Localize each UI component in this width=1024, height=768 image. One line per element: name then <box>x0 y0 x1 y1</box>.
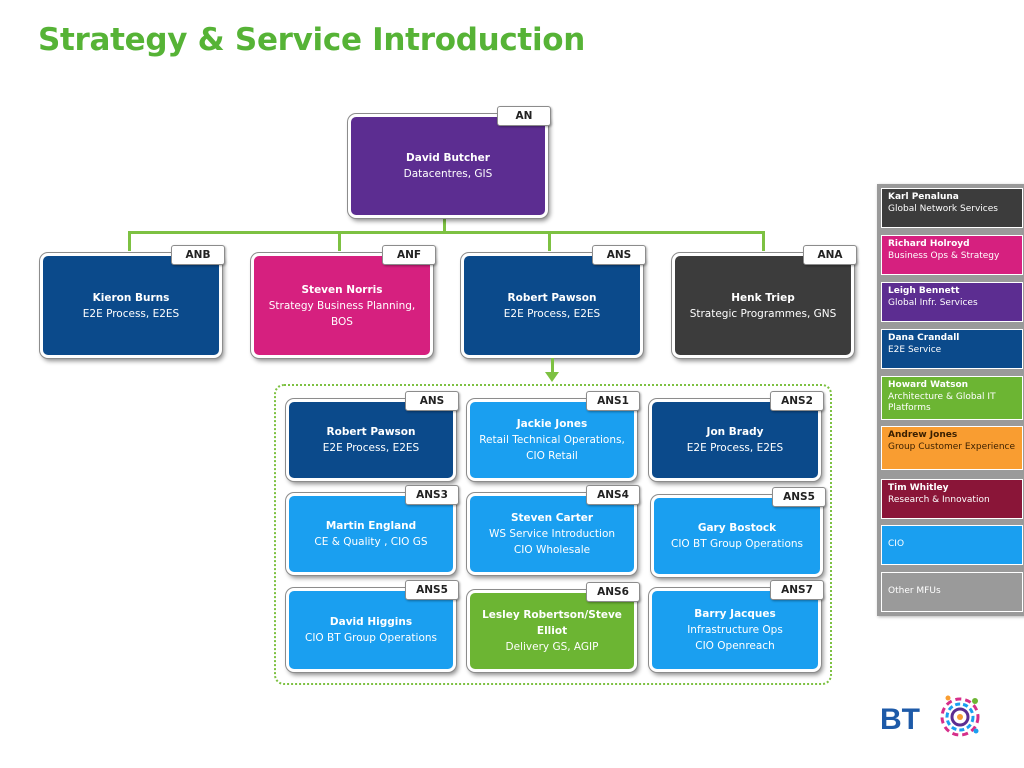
legend-item: Richard Holroyd Business Ops & Strategy <box>881 235 1023 275</box>
org-box-team[interactable]: ANS4 Steven Carter WS Service Introducti… <box>467 485 640 575</box>
person-role: Strategic Programmes, GNS <box>689 307 837 320</box>
legend-name: Leigh Bennett <box>888 286 960 296</box>
legend-name: Tim Whitley <box>888 483 949 493</box>
person-name: Lesley Robertson/Steve Elliot <box>482 609 622 637</box>
logo-wordmark: BT <box>880 703 920 736</box>
person-role: CIO BT Group Operations <box>304 632 437 644</box>
org-code-tag: ANS1 <box>586 391 640 411</box>
person-role: E2E Process, E2ES <box>82 307 180 320</box>
org-box-team[interactable]: ANS3 Martin England CE & Quality , CIO G… <box>286 485 459 575</box>
legend-item: Dana Crandall E2E Service <box>881 329 1023 369</box>
org-box-team[interactable]: ANS5 Gary Bostock CIO BT Group Operation… <box>651 487 826 577</box>
legend-name: Karl Penaluna <box>888 192 959 202</box>
person-name: Martin England <box>325 520 417 532</box>
person-role: E2E Process, E2ES <box>322 442 420 454</box>
person-name: Henk Triep <box>731 291 795 304</box>
org-box-team[interactable]: ANS1 Jackie Jones Retail Technical Opera… <box>467 391 640 481</box>
person-role: E2E Process, E2ES <box>686 442 784 454</box>
person-name: Robert Pawson <box>507 291 597 304</box>
person-name: David Butcher <box>406 152 490 164</box>
org-box-team[interactable]: ANS Robert Pawson E2E Process, E2ES <box>286 391 459 481</box>
person-role-line2: CIO Openreach <box>695 640 775 652</box>
legend-name: Howard Watson <box>888 380 969 390</box>
org-code-tag: AN <box>497 106 551 126</box>
person-role: Retail Technical Operations, <box>479 434 625 446</box>
bt-globe-icon <box>940 695 980 737</box>
page-title: Strategy & Service Introduction <box>38 22 586 58</box>
legend-role: Business Ops & Strategy <box>888 250 1000 261</box>
org-code-tag: ANS4 <box>586 485 640 505</box>
legend-item: Andrew Jones Group Customer Experience <box>881 426 1023 470</box>
bt-logo: BT <box>878 684 990 744</box>
legend-role: Group Customer Experience <box>888 441 1016 452</box>
legend-item: CIO <box>881 525 1023 565</box>
org-code-tag: ANS3 <box>405 485 459 505</box>
legend-name: Andrew Jones <box>888 430 958 440</box>
legend-role: E2E Service <box>888 344 942 355</box>
color-legend: Karl Penaluna Global Network Services Ri… <box>877 184 1024 616</box>
org-box-level2[interactable]: ANF Steven Norris Strategy Business Plan… <box>251 245 436 358</box>
legend-item: Howard Watson Architecture & Global IT P… <box>881 376 1023 420</box>
org-code-tag: ANS <box>592 245 646 265</box>
org-code-tag: ANF <box>382 245 436 265</box>
legend-role: Architecture & Global IT Platforms <box>888 391 996 414</box>
person-role: Strategy Business Planning, BOS <box>268 299 416 328</box>
org-code-tag: ANS5 <box>772 487 826 507</box>
org-code-tag: ANS5 <box>405 580 459 600</box>
connector-arrow-line <box>551 358 554 376</box>
org-code-tag: ANA <box>803 245 857 265</box>
org-code-tag: ANS <box>405 391 459 411</box>
person-role: Infrastructure Ops <box>687 624 783 636</box>
legend-item: Karl Penaluna Global Network Services <box>881 188 1023 228</box>
person-name: Jon Brady <box>706 426 764 438</box>
person-name: Robert Pawson <box>326 426 416 438</box>
legend-name: Dana Crandall <box>888 333 960 343</box>
person-name: David Higgins <box>329 616 413 628</box>
person-role: Delivery GS, AGIP <box>505 641 599 653</box>
legend-item: Tim Whitley Research & Innovation <box>881 479 1023 519</box>
org-box-level2[interactable]: ANS Robert Pawson E2E Process, E2ES <box>461 245 646 358</box>
person-role: CIO BT Group Operations <box>670 538 803 550</box>
person-name: Kieron Burns <box>92 291 170 304</box>
person-role-line2: CIO Wholesale <box>513 544 591 556</box>
connector-horizontal <box>128 231 765 234</box>
legend-role: Other MFUs <box>888 586 941 597</box>
org-box-team[interactable]: ANS6 Lesley Robertson/Steve Elliot Deliv… <box>467 582 640 672</box>
person-role: WS Service Introduction <box>488 528 616 540</box>
org-code-tag: ANB <box>171 245 225 265</box>
org-box-level2[interactable]: ANB Kieron Burns E2E Process, E2ES <box>40 245 225 358</box>
org-box-top[interactable]: AN David Butcher Datacentres, GIS <box>348 106 551 218</box>
person-name: Steven Norris <box>301 283 383 296</box>
person-role: Datacentres, GIS <box>403 168 493 180</box>
legend-role: Global Infr. Services <box>888 297 978 308</box>
arrow-down-icon <box>545 372 559 382</box>
org-code-tag: ANS6 <box>586 582 640 602</box>
legend-name: Richard Holroyd <box>888 239 970 249</box>
legend-item: Other MFUs <box>881 572 1023 612</box>
person-name: Gary Bostock <box>697 522 777 534</box>
person-name: Jackie Jones <box>516 418 588 430</box>
connector-top-stem <box>443 216 446 233</box>
person-name: Steven Carter <box>510 512 594 524</box>
org-box-team[interactable]: ANS2 Jon Brady E2E Process, E2ES <box>649 391 824 481</box>
org-box-team[interactable]: ANS7 Barry Jacques Infrastructure Ops CI… <box>649 580 824 672</box>
legend-role: Research & Innovation <box>888 494 990 505</box>
connector-drop-2 <box>338 231 341 251</box>
legend-item: Leigh Bennett Global Infr. Services <box>881 282 1023 322</box>
person-role: E2E Process, E2ES <box>503 307 601 320</box>
connector-drop-1 <box>128 231 131 251</box>
legend-role: Global Network Services <box>888 203 998 214</box>
person-role-line2: CIO Retail <box>526 450 578 462</box>
team-group-outline <box>274 384 832 685</box>
connector-drop-3 <box>548 231 551 251</box>
org-code-tag: ANS2 <box>770 391 824 411</box>
legend-role: CIO <box>888 539 905 550</box>
org-box-team[interactable]: ANS5 David Higgins CIO BT Group Operatio… <box>286 580 459 672</box>
org-box-level2[interactable]: ANA Henk Triep Strategic Programmes, GNS <box>672 245 857 358</box>
person-role: CE & Quality , CIO GS <box>314 536 428 548</box>
org-code-tag: ANS7 <box>770 580 824 600</box>
connector-drop-4 <box>762 231 765 251</box>
person-name: Barry Jacques <box>694 608 776 620</box>
